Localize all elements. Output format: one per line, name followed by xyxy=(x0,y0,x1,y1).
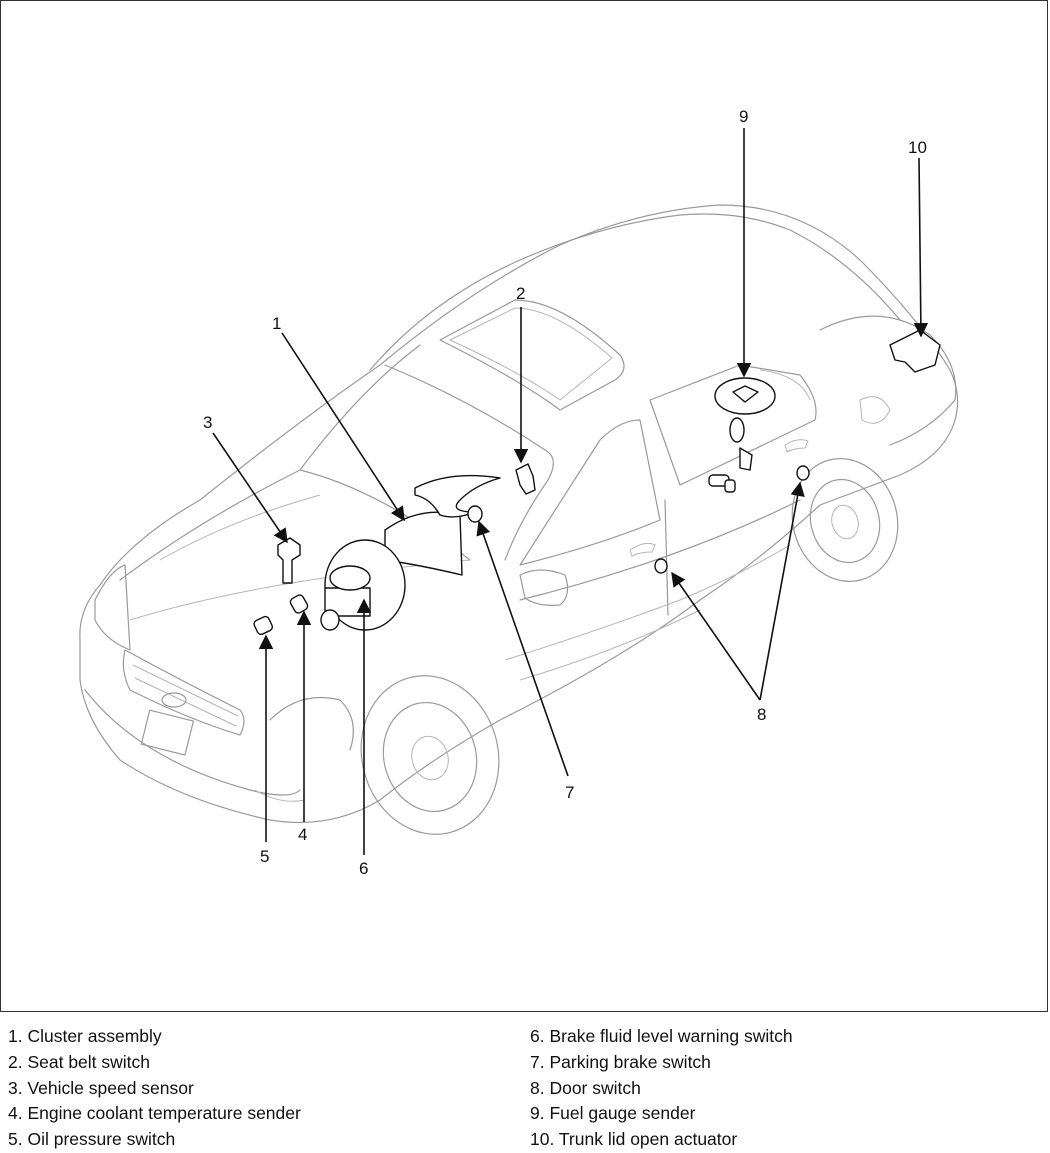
leader-8a xyxy=(671,571,761,701)
engine-coolant-temp-sender-part xyxy=(289,594,309,614)
callout-8: 8 xyxy=(757,705,766,724)
legend-column-right: 6. Brake fluid level warning switch 7. P… xyxy=(530,1024,793,1153)
callout-labels: 1 2 3 4 5 6 7 8 9 10 xyxy=(203,107,927,878)
callout-1: 1 xyxy=(272,314,281,333)
callout-10: 10 xyxy=(908,138,927,157)
legend-item: 5. Oil pressure switch xyxy=(8,1129,176,1150)
car-body-outline xyxy=(79,204,959,835)
callout-7: 7 xyxy=(565,783,574,802)
vehicle-speed-sensor-part xyxy=(277,537,301,584)
trunk-lid-actuator-part xyxy=(889,329,941,373)
callout-3: 3 xyxy=(203,413,212,432)
leader-1 xyxy=(281,332,405,522)
callout-6: 6 xyxy=(359,859,368,878)
seat-belt-switch-part xyxy=(515,463,536,495)
legend-column-left: 1. Cluster assembly 2. Seat belt switch … xyxy=(8,1024,301,1153)
legend-item: 1. Cluster assembly xyxy=(8,1026,162,1046)
leader-3 xyxy=(212,432,288,544)
legend-item: 3. Vehicle speed sensor xyxy=(8,1077,194,1098)
legend-item: 9. Fuel gauge sender xyxy=(530,1103,696,1124)
brake-fluid-level-switch-part xyxy=(320,539,406,631)
callout-9: 9 xyxy=(739,107,748,126)
callout-4: 4 xyxy=(298,825,307,844)
parking-brake-switch-part xyxy=(467,505,483,523)
leader-8b xyxy=(759,481,805,701)
oil-pressure-switch-part xyxy=(253,615,274,636)
diagram-frame xyxy=(0,0,1048,1012)
leader-lines xyxy=(212,128,929,855)
legend-item: 2. Seat belt switch xyxy=(8,1051,151,1072)
legend-item: 10. Trunk lid open actuator xyxy=(530,1129,738,1150)
legend-item: 6. Brake fluid level warning switch xyxy=(530,1026,793,1046)
legend-item: 7. Parking brake switch xyxy=(530,1051,711,1072)
parts-legend: 1. Cluster assembly 2. Seat belt switch … xyxy=(0,1020,1050,1149)
cluster-assembly-part xyxy=(384,474,501,576)
legend-item: 8. Door switch xyxy=(530,1077,641,1098)
fuel-gauge-sender-part xyxy=(708,377,776,493)
callout-5: 5 xyxy=(260,847,269,866)
door-switch-parts xyxy=(654,465,810,574)
leader-10 xyxy=(913,157,929,338)
leader-7 xyxy=(476,520,569,777)
legend-item: 4. Engine coolant temperature sender xyxy=(8,1103,301,1124)
car-component-diagram: 1 2 3 4 5 6 7 8 9 10 xyxy=(79,107,959,878)
callout-2: 2 xyxy=(516,284,525,303)
